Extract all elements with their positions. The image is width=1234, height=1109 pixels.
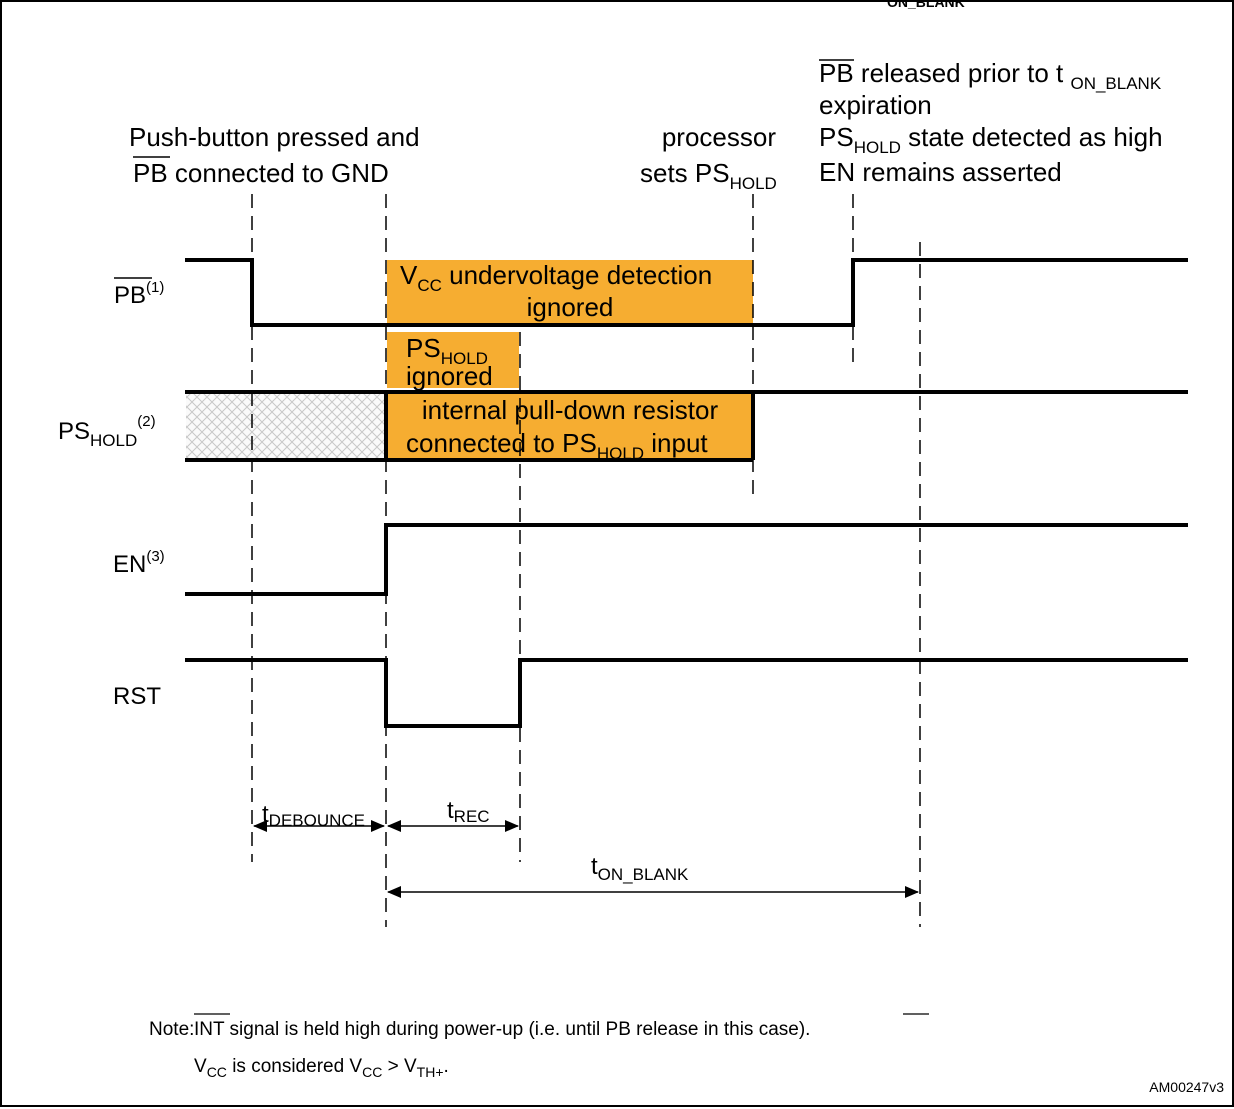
signal-label-rst: RST xyxy=(113,683,161,710)
pulldown-line2-a: connected to PS xyxy=(406,428,597,458)
pshold-ignored-line2: ignored xyxy=(406,361,493,391)
note-line1-a: signal is held high during power-up (i.e… xyxy=(224,1019,605,1040)
vcc-sub: CC xyxy=(417,276,442,295)
processor-line2-main: sets PS xyxy=(640,158,730,188)
note-line2-b: > V xyxy=(382,1056,417,1077)
pb-released-line1-sub: ON_BLANK xyxy=(1070,74,1161,93)
on-blank-sub: ON_BLANK xyxy=(598,865,689,884)
en-sup: (3) xyxy=(146,548,164,565)
on-blank-t: t xyxy=(591,853,598,880)
vcc-line1-rest: undervoltage detection xyxy=(442,260,712,290)
pb-overbar-text: PB xyxy=(133,158,168,188)
note-line1-b: release in this case). xyxy=(631,1019,811,1040)
processor-line1: processor xyxy=(662,122,776,152)
pshold-ignored-line1: PSHOLD xyxy=(406,333,488,368)
pb-name: PB xyxy=(114,282,146,309)
debounce-label: tDEBOUNCE xyxy=(262,801,365,830)
rst-waveform xyxy=(185,658,1188,728)
debounce-t: t xyxy=(262,801,269,828)
rec-sub: REC xyxy=(454,807,490,826)
pulldown-line2-b: input xyxy=(644,428,708,458)
vcc-ignored-box xyxy=(387,260,753,324)
note-line2: VCC is considered VCC > VTH+. xyxy=(194,1056,449,1080)
pshold-sub: HOLD xyxy=(90,431,137,450)
pshold-ignored-box xyxy=(387,332,519,388)
signal-label-pb: PB(1) xyxy=(114,277,164,309)
rec-t: t xyxy=(447,797,454,824)
pb-overbar-text: PB xyxy=(819,58,854,88)
pshold-ignored-sub: HOLD xyxy=(441,349,488,368)
pb-sup: (1) xyxy=(146,279,164,296)
processor-annotation: processor sets PSHOLD xyxy=(640,122,777,193)
debounce-sub: DEBOUNCE xyxy=(269,811,365,830)
pb-released-line1-rest: released prior to t xyxy=(854,58,1071,88)
rec-label: tREC xyxy=(447,797,490,826)
note-line2-c: . xyxy=(444,1056,449,1077)
pushbutton-annotation: Push-button pressed and PB connected to … xyxy=(129,122,420,188)
note-line1: INT signal is held high during power-up … xyxy=(194,1019,810,1040)
pushbutton-line2-rest: connected to GND xyxy=(168,158,389,188)
on-blank-label: tON_BLANK xyxy=(591,853,689,884)
note-prefix: Note: xyxy=(149,1019,194,1040)
pshold-undefined-region xyxy=(186,392,386,460)
signal-label-en: EN(3) xyxy=(113,548,165,578)
pb-released-line1: PB released prior to t ON_BLANK xyxy=(819,58,1162,93)
processor-line2-sub: HOLD xyxy=(730,174,777,193)
pb-released-line2: expiration xyxy=(819,90,932,120)
pshold-name: PS xyxy=(58,418,90,445)
vcc-box-line2: ignored xyxy=(527,292,614,322)
pb-released-line3-sub: HOLD xyxy=(854,138,901,157)
pb-released-annotation: PB released prior to t ON_BLANK expirati… xyxy=(819,58,1163,187)
pb-released-line3: PSHOLD state detected as high xyxy=(819,122,1163,157)
pb-released-line3-rest: state detected as high xyxy=(901,122,1163,152)
note-pb: PB xyxy=(606,1019,631,1040)
pushbutton-line1: Push-button pressed and xyxy=(129,122,420,152)
note-sub1: CC xyxy=(207,1064,227,1080)
pushbutton-line2: PB connected to GND xyxy=(133,158,389,188)
pb-released-line4: EN remains asserted xyxy=(819,157,1062,187)
notes: Note: INT signal is held high during pow… xyxy=(149,1013,929,1080)
note-sub3: TH+ xyxy=(417,1064,444,1080)
pulldown-line1: internal pull-down resistor xyxy=(422,395,719,425)
pb-released-line3-main: PS xyxy=(819,122,854,152)
vcc-box-line1: VCC undervoltage detection xyxy=(400,260,712,295)
pshold-ignored-main: PS xyxy=(406,333,441,363)
signal-label-pshold: PSHOLD(2) xyxy=(58,413,156,450)
top-cut-label: ON_BLANK xyxy=(887,2,965,10)
vcc-v: V xyxy=(400,260,418,290)
note-sub2: CC xyxy=(362,1064,382,1080)
note-line2-a: is considered V xyxy=(227,1056,363,1077)
processor-line2: sets PSHOLD xyxy=(640,158,777,193)
pulldown-box xyxy=(387,394,753,460)
pb-waveform xyxy=(185,258,1188,327)
note-v1: V xyxy=(194,1056,207,1077)
pb-label: PB(1) xyxy=(114,279,164,309)
pulldown-line2: connected to PSHOLD input xyxy=(406,428,708,463)
figure-id: AM00247v3 xyxy=(1149,1079,1224,1095)
pshold-sup: (2) xyxy=(137,413,155,430)
note-int: INT xyxy=(194,1019,225,1040)
en-name: EN xyxy=(113,551,146,578)
en-waveform xyxy=(185,523,1188,596)
